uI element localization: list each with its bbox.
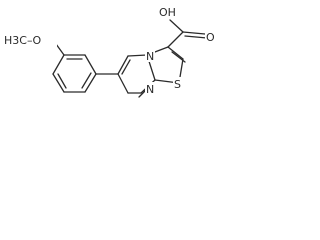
sulfur-label: S: [174, 78, 181, 91]
ring-nitrogen-label: N: [146, 83, 154, 96]
molecule-structure: H3C–O N N S OH O: [3, 5, 215, 98]
phenyl-ring: [52, 54, 97, 93]
bridge-nitrogen-label: N: [146, 50, 154, 63]
carbonyl-oxygen-label: O: [206, 31, 215, 44]
hydroxyl-label: OH: [159, 6, 176, 19]
carboxylic-acid-group: [167, 19, 208, 48]
methoxy-label: H3C–O: [4, 34, 41, 47]
